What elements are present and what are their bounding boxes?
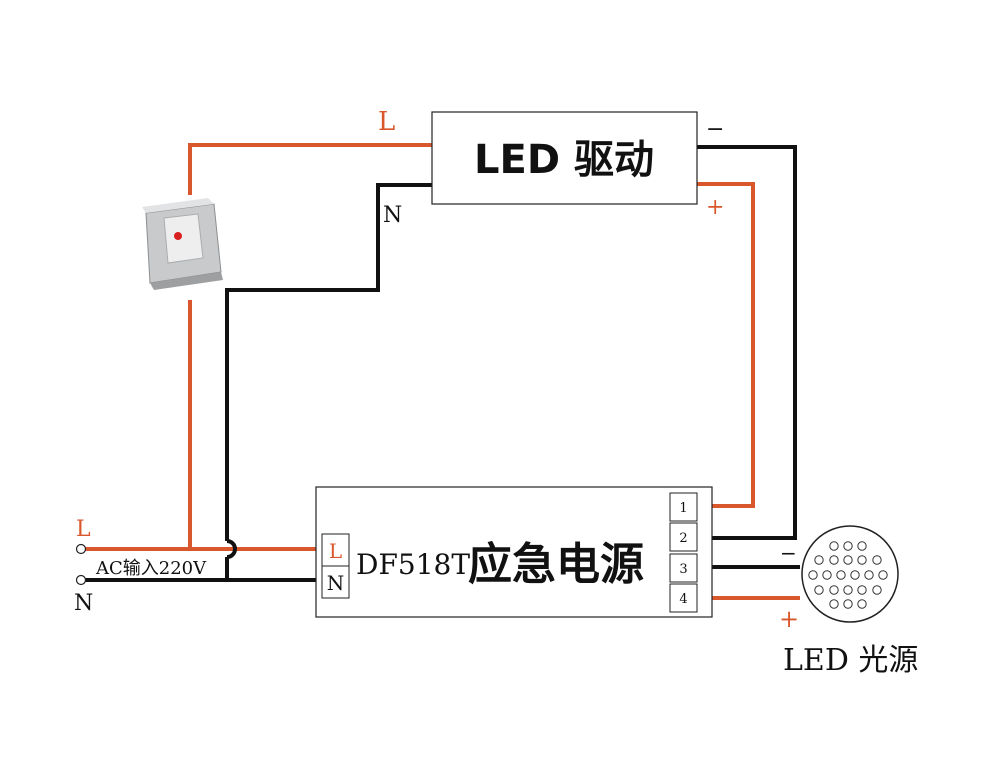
terminal-4: 4	[669, 583, 698, 613]
driver-plus-label: +	[706, 195, 724, 220]
led-dot	[843, 599, 853, 609]
driver-minus-label: −	[706, 117, 724, 142]
led-minus-label: −	[780, 541, 797, 565]
svg-text:2: 2	[679, 531, 687, 546]
led-dot	[857, 541, 867, 551]
led-dot	[843, 585, 853, 595]
ac-l-terminal	[75, 543, 87, 555]
led-dot	[814, 585, 824, 595]
emergency-power-box	[315, 486, 713, 618]
terminal-3: 3	[669, 553, 698, 583]
led-dot	[843, 555, 853, 565]
led-dot	[864, 570, 874, 580]
svg-text:1: 1	[679, 501, 687, 516]
led-dot	[850, 570, 860, 580]
led-light-source-icon	[801, 525, 899, 623]
led-dot	[822, 570, 832, 580]
led-dot	[829, 599, 839, 609]
wire-n-crossover	[226, 539, 237, 559]
ac-l-label: L	[76, 517, 91, 542]
driver-n-label: N	[383, 203, 402, 228]
led-dot	[857, 599, 867, 609]
led-dot	[836, 570, 846, 580]
wall-switch-icon	[142, 198, 223, 290]
driver-l-label: L	[378, 107, 395, 137]
led-dot	[829, 585, 839, 595]
emergency-model-label: DF518T	[356, 548, 470, 581]
emergency-name-label: 应急电源	[468, 539, 644, 590]
led-dot	[829, 541, 839, 551]
ac-n-terminal	[75, 574, 87, 586]
wire-n-driver	[225, 183, 432, 541]
led-dot	[808, 570, 818, 580]
led-driver-title: LED 驱动	[474, 137, 654, 183]
led-dot	[829, 555, 839, 565]
led-dot	[857, 585, 867, 595]
ac-n-label: N	[74, 591, 93, 616]
svg-text:L: L	[329, 539, 342, 563]
terminal-l: L	[321, 533, 350, 567]
wire-l-switch-to-driver	[188, 143, 432, 195]
svg-text:N: N	[327, 571, 345, 595]
svg-text:4: 4	[679, 592, 687, 607]
led-dot	[857, 555, 867, 565]
led-dot	[872, 555, 882, 565]
led-dot	[843, 541, 853, 551]
led-plus-label: +	[779, 605, 799, 633]
ac-input-label: AC输入220V	[95, 558, 207, 579]
led-source-label: LED 光源	[783, 643, 918, 678]
wire-driver-plus-to-t1	[697, 182, 755, 508]
terminal-2: 2	[669, 522, 698, 552]
terminal-1: 1	[669, 492, 698, 522]
led-dot	[814, 555, 824, 565]
led-dot	[872, 585, 882, 595]
terminal-n: N	[321, 565, 350, 599]
svg-text:3: 3	[679, 562, 687, 577]
wire-driver-minus-to-t2	[697, 145, 797, 540]
led-driver-box	[431, 111, 698, 205]
led-dot	[878, 570, 888, 580]
